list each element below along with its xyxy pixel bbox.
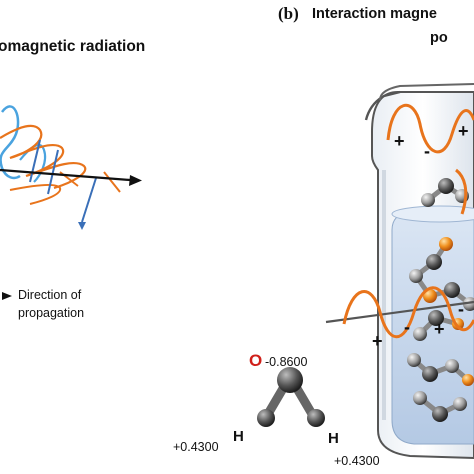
charge-sign: + xyxy=(372,331,383,351)
atom-orange xyxy=(462,374,474,386)
beaker-liquid xyxy=(391,209,474,445)
panel-b-title-line2: po xyxy=(430,30,448,46)
atom xyxy=(413,327,427,341)
atom-orange xyxy=(439,237,453,251)
magnetic-wave xyxy=(0,105,21,180)
atom xyxy=(453,397,467,411)
hydrogen-left-label: H xyxy=(233,428,244,445)
beaker-rim xyxy=(379,83,474,101)
electric-wave xyxy=(0,124,87,190)
atom xyxy=(422,366,438,382)
field-vector xyxy=(103,171,121,193)
em-wave-illustration xyxy=(0,105,142,300)
atom xyxy=(413,391,427,405)
liquid-surface xyxy=(391,205,474,223)
hydrogen-atom-left xyxy=(257,409,275,427)
charge-sign: + xyxy=(394,131,405,151)
atom-orange xyxy=(423,289,437,303)
legend-direction-line1: Direction of xyxy=(18,288,82,302)
beaker-spout xyxy=(364,90,401,121)
atom xyxy=(438,178,454,194)
charge-sign: + xyxy=(434,319,445,339)
atom xyxy=(444,282,460,298)
atom xyxy=(432,406,448,422)
charge-sign: - xyxy=(404,317,410,337)
oxygen-label: O xyxy=(249,351,263,370)
electric-wave-segment xyxy=(9,183,62,205)
atom xyxy=(426,254,442,270)
atom xyxy=(407,353,421,367)
molecule-atoms xyxy=(407,178,474,422)
field-vector-arrowhead xyxy=(78,222,86,230)
panel-b-title: Interaction magne xyxy=(312,6,437,22)
hydrogen-right-charge: +0.4300 xyxy=(334,454,380,468)
electric-wave-upper-tail xyxy=(455,168,468,215)
hydrogen-atom-right xyxy=(307,409,325,427)
hydrogen-left-charge: +0.4300 xyxy=(173,440,219,454)
charge-sign: + xyxy=(458,121,469,141)
legend-direction-line2: propagation xyxy=(18,306,85,320)
propagation-arrowhead xyxy=(129,175,142,186)
field-vector xyxy=(81,177,97,223)
water-molecule xyxy=(257,367,325,427)
arrow-right-icon xyxy=(2,292,12,300)
panel-a-title: omagnetic radiation xyxy=(0,38,146,55)
panel-b-label: (b) xyxy=(278,4,299,23)
electric-wave-upper xyxy=(386,103,474,154)
electric-wave-lower xyxy=(342,286,474,339)
oxygen-atom xyxy=(277,367,303,393)
atom xyxy=(428,310,444,326)
field-vector xyxy=(47,149,59,195)
charge-sign: - xyxy=(424,141,430,161)
propagation-axis xyxy=(0,168,131,182)
hydrogen-right-label: H xyxy=(328,430,339,447)
atom xyxy=(445,359,459,373)
atom xyxy=(409,269,423,283)
atom xyxy=(463,297,474,311)
oxygen-charge: -0.8600 xyxy=(265,355,308,369)
charge-sign: - xyxy=(458,299,464,319)
atom xyxy=(421,193,435,207)
field-vector xyxy=(29,139,41,183)
